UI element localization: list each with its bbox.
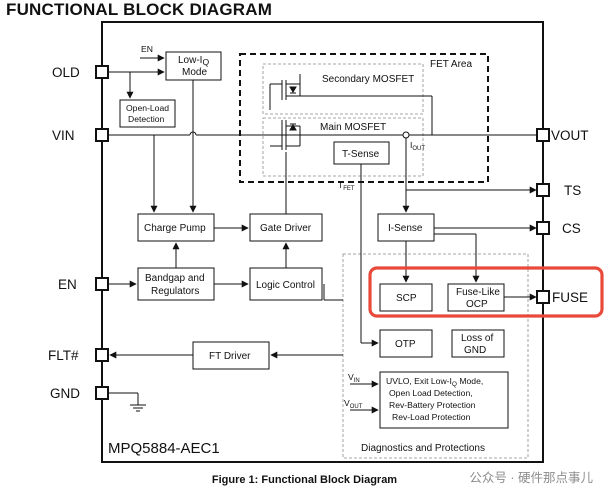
- pin-fuse-label: FUSE: [552, 290, 588, 305]
- t-sense-label: T-Sense: [342, 149, 380, 160]
- pin-vout-square: [536, 128, 550, 142]
- logic-control-block: [249, 267, 323, 301]
- charge-pump-label: Charge Pump: [144, 223, 206, 234]
- watermark: 公众号 · 硬件那点事儿: [467, 466, 595, 487]
- pin-ts-label: TS: [564, 183, 581, 198]
- main-mosfet-box: [262, 117, 424, 177]
- fuse-like-label-1: Fuse-Like: [456, 287, 500, 298]
- en-internal-label: EN: [141, 44, 153, 54]
- uvlo-line-1: UVLO, Exit Low-IQ Mode,: [386, 376, 483, 388]
- pin-cs-label: CS: [562, 221, 581, 236]
- secondary-mosfet-icon: [269, 80, 301, 110]
- highlight-box: [368, 266, 604, 318]
- scp-label: SCP: [396, 293, 417, 304]
- pin-en-label: EN: [58, 277, 77, 292]
- low-iq-mode-label: Low-IQ: [178, 55, 209, 67]
- diagnostics-label: Diagnostics and Protections: [361, 443, 485, 454]
- pin-flt-square: [95, 348, 109, 362]
- bandgap-label-1: Bandgap and: [145, 273, 205, 284]
- pin-vout-label: VOUT: [551, 128, 589, 143]
- chip-outline: [101, 21, 544, 463]
- bandgap-label-2: Regulators: [151, 286, 199, 297]
- figure-caption: Figure 1: Functional Block Diagram: [211, 474, 398, 486]
- right-pins: VOUT TS CS FUSE: [536, 128, 589, 305]
- otp-label: OTP: [395, 339, 416, 350]
- fuse-like-label-2: OCP: [466, 299, 488, 310]
- ft-driver-label: FT Driver: [209, 351, 251, 362]
- open-load-detection-block: [119, 99, 176, 128]
- loss-of-gnd-block: [451, 329, 505, 358]
- charge-pump-block: [137, 213, 215, 242]
- vout-internal-label: VOUT: [344, 398, 363, 410]
- pin-gnd-square: [95, 386, 109, 400]
- open-load-label-1: Open-Load: [126, 103, 169, 113]
- secondary-mosfet-label: Secondary MOSFET: [322, 74, 414, 85]
- secondary-mosfet-box: [262, 63, 424, 115]
- bandgap-block: [137, 267, 215, 301]
- open-load-label-2: Detection: [128, 114, 165, 124]
- pin-ts-square: [536, 183, 550, 197]
- uvlo-line-2: Open Load Detection,: [389, 388, 473, 398]
- part-number: MPQ5884-AEC1: [108, 440, 220, 457]
- tfet-label: TFET: [338, 180, 355, 192]
- pin-old-label: OLD: [52, 65, 80, 80]
- gate-driver-block: [249, 213, 323, 242]
- gate-driver-label: Gate Driver: [260, 223, 312, 234]
- low-iq-mode-label-2: Mode: [182, 67, 207, 78]
- wires: [108, 68, 537, 414]
- loss-of-gnd-label-2: GND: [464, 345, 486, 356]
- fet-area: [239, 53, 489, 183]
- uvlo-line-3: Rev-Battery Protection: [389, 400, 476, 410]
- pin-vin-square: [95, 128, 109, 142]
- logic-control-label: Logic Control: [256, 280, 315, 291]
- iout-label: IOUT: [410, 140, 425, 152]
- diagnostics-region: [342, 253, 529, 459]
- otp-block: [379, 329, 433, 358]
- pin-vin-label: VIN: [52, 128, 75, 143]
- loss-of-gnd-label-1: Loss of: [461, 333, 493, 344]
- diagram-title: FUNCTIONAL BLOCK DIAGRAM: [6, 0, 273, 19]
- uvlo-block: [379, 371, 509, 429]
- vin-internal-label: VIN: [348, 372, 360, 384]
- pin-en-square: [95, 277, 109, 291]
- pin-fuse-square: [536, 290, 550, 304]
- uvlo-line-4: Rev-Load Protection: [392, 412, 471, 422]
- main-mosfet-label: Main MOSFET: [320, 122, 386, 133]
- low-iq-mode-block: [165, 51, 222, 81]
- pin-flt-label: FLT#: [48, 348, 79, 363]
- scp-block: [379, 283, 433, 312]
- pin-gnd-label: GND: [50, 386, 80, 401]
- fuse-like-ocp-block: [447, 283, 505, 312]
- i-sense-label: I-Sense: [388, 223, 423, 234]
- fet-area-label: FET Area: [430, 59, 472, 70]
- pin-cs-square: [536, 221, 550, 235]
- pin-old-square: [95, 65, 109, 79]
- left-pins: OLD VIN EN FLT# GND: [48, 65, 109, 401]
